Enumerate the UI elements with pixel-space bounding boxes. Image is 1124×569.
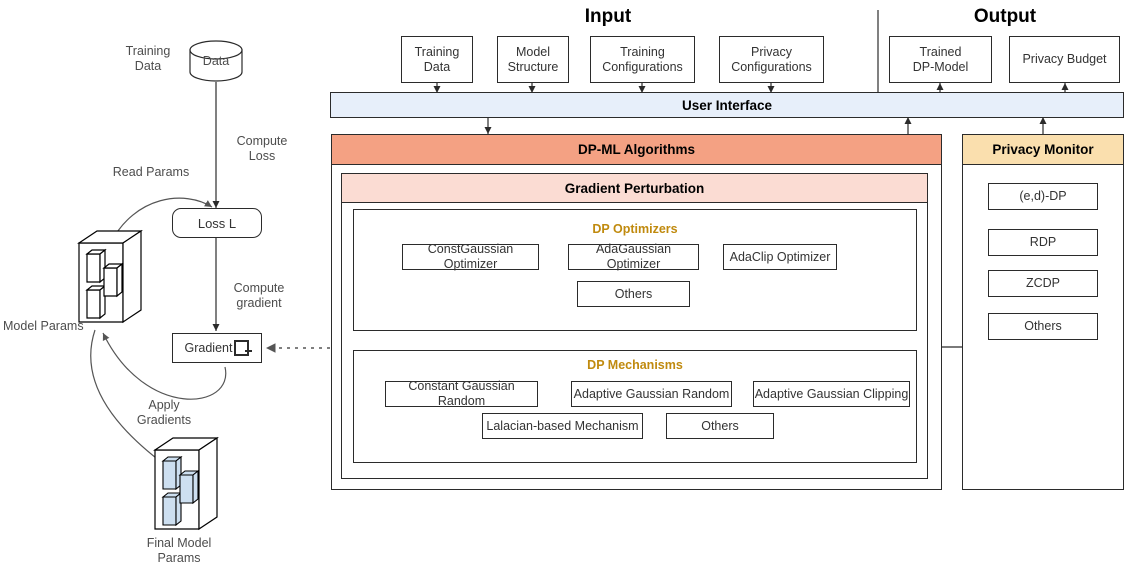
loss-node-label: Loss L	[197, 215, 237, 231]
output-section-title: Output	[973, 6, 1037, 27]
privacy-monitor-header: Privacy Monitor	[962, 134, 1124, 165]
privacy-monitor-item-ed-dp[interactable]: (e,d)-DP	[988, 183, 1098, 210]
compute-gradient-label: Compute gradient	[233, 281, 285, 310]
mechanism-box-adaptive-gaussian-clipping[interactable]: Adaptive Gaussian Clipping	[753, 381, 910, 407]
final-model-params-label: Final Model Params	[146, 536, 212, 565]
gradient-perturbation-header: Gradient Perturbation	[341, 173, 928, 203]
output-box-trained-dp-model[interactable]: Trained DP-Model	[889, 36, 992, 83]
input-box-training-data[interactable]: Training Data	[401, 36, 473, 83]
training-data-label: Training Data	[125, 44, 171, 73]
mechanism-box-others[interactable]: Others	[666, 413, 774, 439]
dp-optimizers-title: DP Optimizers	[592, 222, 678, 236]
final-model-params-shape	[153, 436, 219, 531]
input-box-privacy-configurations[interactable]: Privacy Configurations	[719, 36, 824, 83]
mechanism-box-constant-gaussian-random[interactable]: Constant Gaussian Random	[385, 379, 538, 408]
optimizer-box-constgaussian[interactable]: ConstGaussian Optimizer	[402, 242, 539, 271]
user-interface-bar[interactable]: User Interface	[330, 92, 1124, 118]
privacy-monitor-item-rdp[interactable]: RDP	[988, 229, 1098, 256]
loss-node[interactable]: Loss L	[172, 208, 262, 238]
input-box-model-structure[interactable]: Model Structure	[497, 36, 569, 83]
compute-loss-label: Compute Loss	[236, 134, 288, 163]
mechanism-box-adaptive-gaussian-random[interactable]: Adaptive Gaussian Random	[571, 381, 732, 407]
data-node-label: Data	[202, 54, 230, 68]
model-params-shape	[77, 229, 143, 324]
read-params-label: Read Params	[112, 165, 190, 179]
gradient-node-label: Gradient	[184, 340, 233, 355]
dp-optimizers-group	[353, 209, 917, 331]
mechanism-box-lalacian-based[interactable]: Lalacian-based Mechanism	[482, 413, 643, 439]
input-section-title: Input	[584, 6, 632, 27]
model-params-label: Model Params	[3, 319, 84, 333]
dp-mechanisms-title: DP Mechanisms	[587, 358, 683, 372]
gradient-node[interactable]: Gradient	[172, 333, 262, 363]
dpml-algorithms-header: DP-ML Algorithms	[331, 134, 942, 165]
optimizer-box-adagaussian[interactable]: AdaGaussian Optimizer	[568, 242, 699, 271]
optimizer-box-adaclip[interactable]: AdaClip Optimizer	[723, 244, 837, 270]
privacy-monitor-item-others[interactable]: Others	[988, 313, 1098, 340]
optimizer-box-others[interactable]: Others	[577, 281, 690, 307]
missing-glyph-icon	[234, 340, 253, 356]
output-box-privacy-budget[interactable]: Privacy Budget	[1009, 36, 1120, 83]
input-box-training-configurations[interactable]: Training Configurations	[590, 36, 695, 83]
apply-gradients-label: Apply Gradients	[136, 398, 192, 427]
privacy-monitor-item-zcdp[interactable]: ZCDP	[988, 270, 1098, 297]
